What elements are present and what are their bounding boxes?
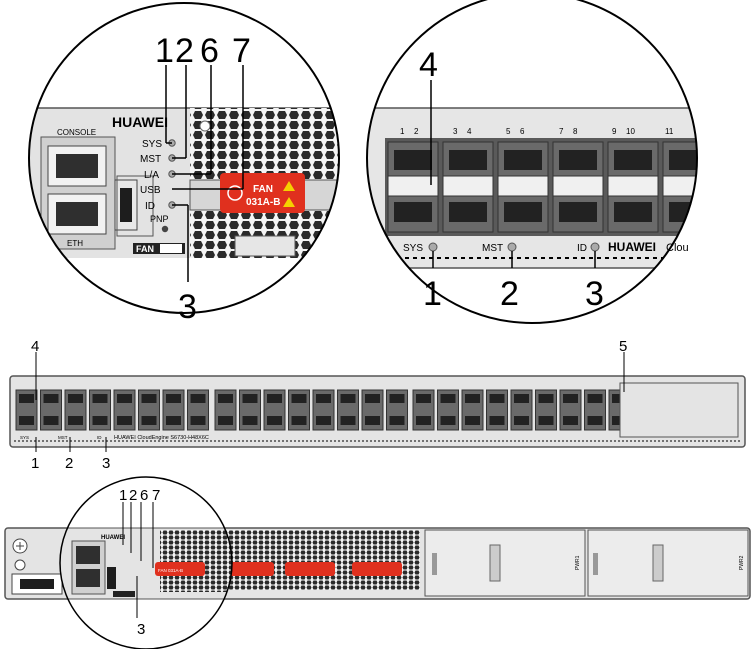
front-sfp-ports [387,141,697,233]
panel-sfp-port [288,389,310,431]
led-label-sys: SYS [142,139,162,150]
panel-sfp-port [510,389,533,431]
small-callout-7: 7 [152,487,160,504]
led-label-pnp: PNP [150,214,169,224]
psu-label-1: PWR1 [575,555,581,570]
eth-label: ETH [67,239,83,248]
panel-sfp-port [437,389,459,431]
fp-model: HUAWEI CloudEngine S6730-H48X6C [114,435,209,441]
sfp-cage [442,141,494,233]
console-label: CONSOLE [57,128,96,137]
port-number: 8 [573,127,578,136]
panel-sfp-port [386,389,408,431]
panel-sfp-port [64,389,87,431]
sfp-cage [552,141,604,233]
port-number: 3 [453,127,458,136]
small-brand: HUAWEI [101,535,125,541]
callout-2: 2 [175,32,194,70]
panel-sfp-port [239,389,261,431]
front-brand: HUAWEI [608,240,656,254]
port-number: 11 [665,127,674,136]
port-number: 6 [520,127,525,136]
callout-7: 7 [232,32,251,70]
small-callout-2: 2 [129,487,137,504]
front-callout-1: 1 [423,275,442,313]
panel-sfp-port [412,389,435,431]
panel-sfp-port [337,389,359,431]
panel-sfp-port [559,389,582,431]
panel-sfp-port [15,389,38,431]
fp-led-sys: SYS [20,435,29,440]
panel-sfp-port [214,389,237,431]
fp-callout-1: 1 [31,455,39,472]
fan-badge-line1: FAN [253,184,273,195]
callout-6: 6 [200,32,219,70]
front-clipped-text: Clou [666,242,689,254]
callout-3: 3 [178,288,197,326]
fp-led-id: ID [97,435,102,440]
panel-sfp-port [584,389,606,431]
port-number: 9 [612,127,617,136]
front-led-id: ID [577,243,587,254]
port-number: 10 [626,127,635,136]
panel-sfp-port [535,389,557,431]
psu-label-2: PWR2 [739,555,745,570]
port-number: 1 [400,127,405,136]
fp-callout-5: 5 [619,338,627,355]
panel-sfp-port [113,389,136,431]
front-led-mst: MST [482,243,503,254]
panel-sfp-port [138,389,160,431]
port-number: 2 [414,127,419,136]
panel-sfp-port [486,389,508,431]
panel-sfp-port [312,389,335,431]
fan-badge-line2: 031A-B [246,197,280,208]
panel-sfp-port [263,389,286,431]
front-callout-3: 3 [585,275,604,313]
sfp-cage [497,141,549,233]
port-number: 5 [506,127,511,136]
port-number: 7 [559,127,564,136]
sfp-cage [387,141,439,233]
led-label-id: ID [145,201,155,212]
fan-label: FAN [136,244,154,254]
led-label-la: L/A [144,170,159,181]
panel-sfp-port [40,389,62,431]
panel-sfp-port [89,389,111,431]
fp-callout-2: 2 [65,455,73,472]
front-led-sys: SYS [403,243,423,254]
fp-callout-4: 4 [31,338,39,355]
small-zoom-circle: HUAWEI FAN 031A-B 1 2 6 7 3 [59,476,233,649]
callout-1: 1 [155,32,174,70]
fp-callout-3: 3 [102,455,110,472]
small-fan-badge: FAN 031A-B [158,568,183,573]
sfp-cage [607,141,659,233]
rear-brand: HUAWEI [112,114,168,130]
sfp-cage [662,141,697,233]
led-label-mst: MST [140,154,161,165]
front-callout-4: 4 [419,46,438,84]
rear-zoom-circle: HUAWEI CONSOLE ETH SYS MST L/A USB ID PN… [28,2,340,326]
led-label-usb: USB [140,185,161,196]
rear-fan-badges [224,562,402,576]
small-callout-3: 3 [137,621,145,638]
small-callout-1: 1 [119,487,127,504]
small-callout-6: 6 [140,487,148,504]
port-number: 4 [467,127,472,136]
fp-led-mst: MST [58,435,68,440]
panel-sfp-port [162,389,185,431]
panel-sfp-port [187,389,209,431]
panel-sfp-port [361,389,384,431]
front-panel: SYS MST ID HUAWEI CloudEngine S6730-H48X… [9,338,746,472]
panel-sfp-port [461,389,484,431]
front-callout-2: 2 [500,275,519,313]
